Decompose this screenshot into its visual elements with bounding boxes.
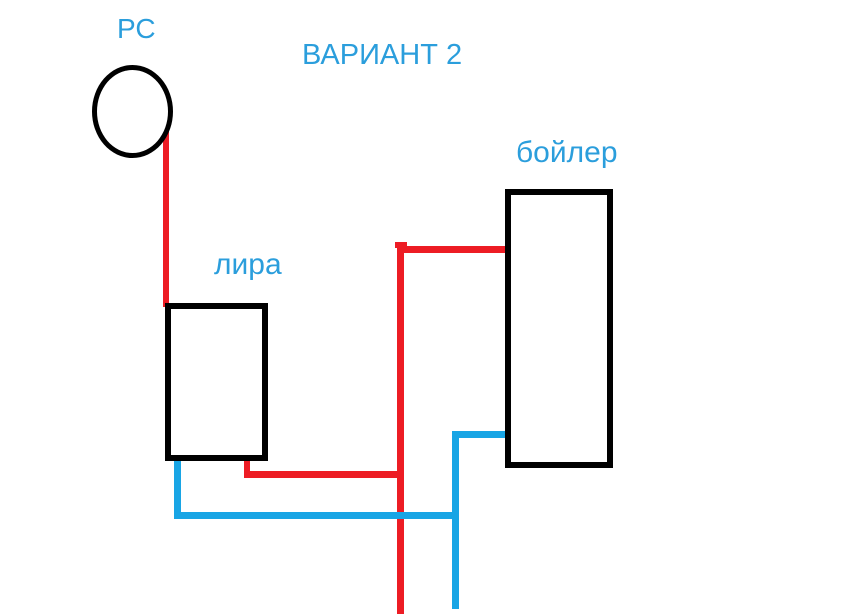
cold-pipe-lira-to-riser [174, 512, 459, 519]
hot-pipe-lira-to-main [244, 471, 403, 478]
hot-pipe-to-boiler [400, 246, 506, 253]
boiler-box [505, 189, 613, 468]
hot-pipe-riser-to-lira [163, 105, 169, 307]
cold-pipe-vertical [452, 431, 459, 609]
boiler-label: бойлер [516, 136, 618, 169]
cold-pipe-to-boiler [452, 431, 506, 438]
hot-pipe-main-vertical [397, 242, 404, 614]
lira-box [165, 303, 268, 461]
page-title: ВАРИАНТ 2 [302, 39, 463, 71]
hot-pipe-lira-outlet [244, 455, 250, 478]
riser-circle [92, 65, 173, 158]
riser-label: РС [117, 13, 156, 44]
lira-label: лира [214, 248, 282, 281]
cold-pipe-lira-outlet [174, 455, 181, 518]
